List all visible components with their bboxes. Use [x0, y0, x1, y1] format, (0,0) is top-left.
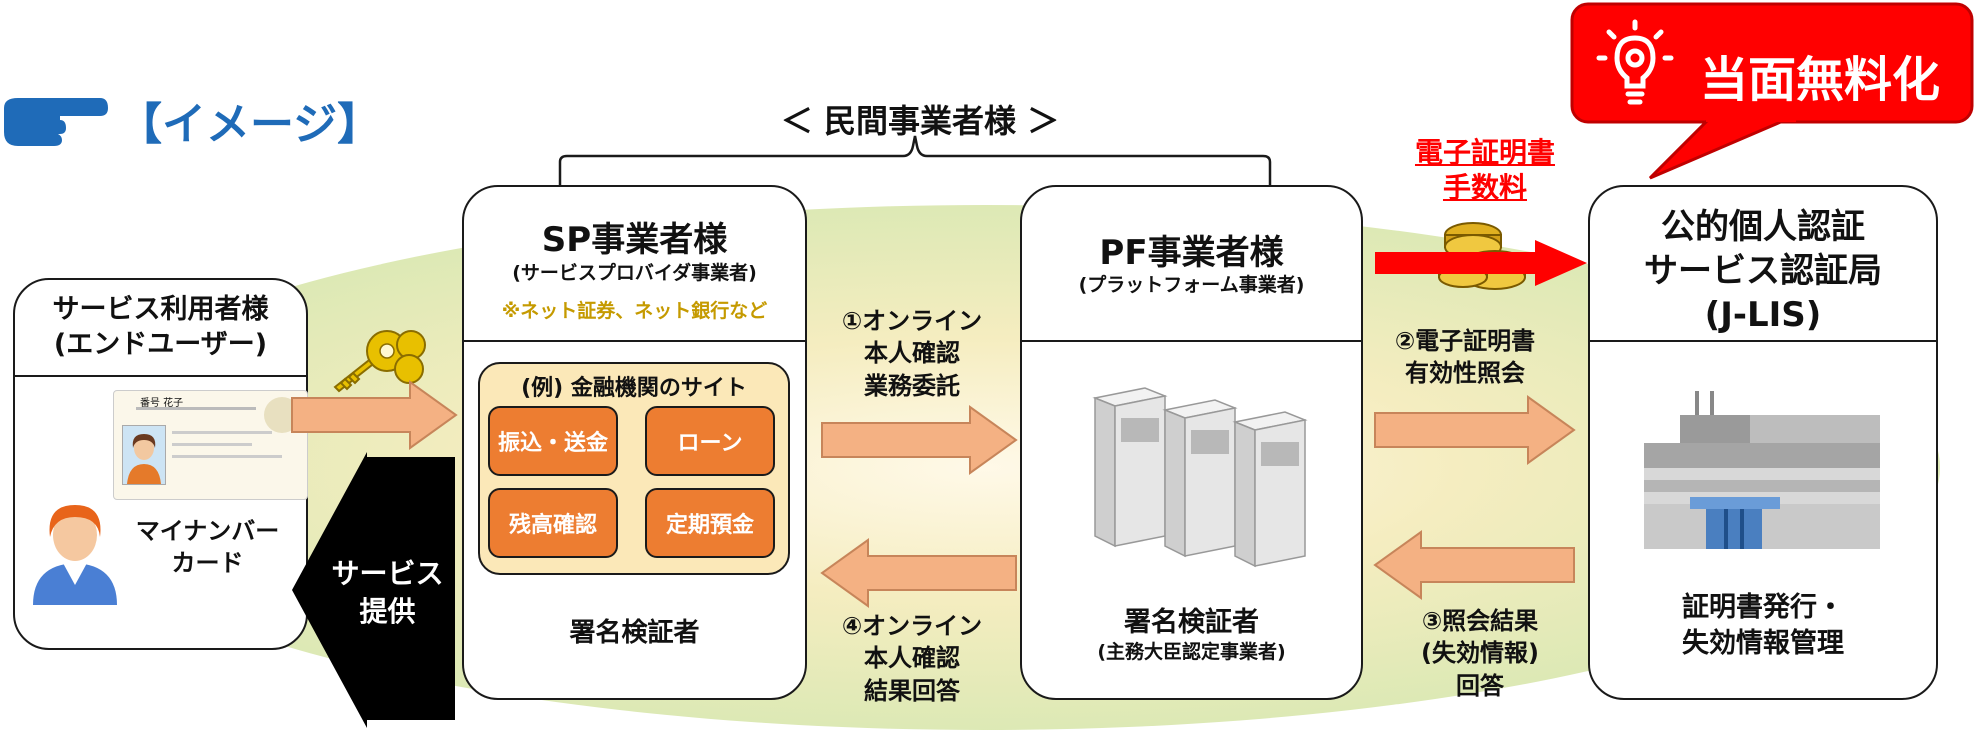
pointing-hand-icon [4, 98, 108, 146]
step4-arrow [820, 538, 1017, 608]
step2-label: ②電子証明書 有効性照会 [1365, 325, 1565, 390]
lightbulb-icon [1596, 19, 1674, 105]
key-icon [333, 330, 426, 393]
jlis-title-line3: (J-LIS) [1704, 295, 1822, 336]
service-balance: 残高確認 [488, 488, 618, 558]
service-line1: サービス [331, 557, 444, 590]
person-photo-icon [127, 434, 161, 484]
service-loan: ローン [645, 406, 775, 476]
step3-line1: ③照会結果 [1421, 607, 1539, 635]
user-title-line1: サービス利用者様 [52, 294, 269, 325]
card-label-line1: マイナンバー [135, 517, 280, 545]
server-rack-icon [1092, 387, 1308, 568]
jlis-footer-line2: 失効情報管理 [1682, 628, 1844, 660]
step4-line1: ④オンライン [841, 612, 983, 640]
step4-line3: 結果回答 [864, 676, 960, 705]
building-icon [1644, 391, 1880, 549]
example-site-title: (例) 金融機関のサイト [521, 376, 747, 401]
sp-title: SP事業者様 [541, 220, 728, 260]
service-provision-arrow [292, 452, 455, 728]
curly-brace [558, 135, 1272, 186]
user-box-divider [15, 375, 306, 377]
card-line [172, 431, 272, 434]
card-photo [122, 425, 166, 485]
jlis-divider [1590, 340, 1936, 342]
pf-subtitle: (プラットフォーム事業者) [1078, 274, 1305, 296]
step2-line2: 有効性照会 [1405, 359, 1525, 388]
card-label-line2: カード [171, 549, 244, 578]
step3-line2: (失効情報) [1421, 639, 1539, 668]
pf-divider [1022, 340, 1361, 342]
jlis-title: 公的個人認証 サービス認証局 (J-LIS) [1588, 205, 1938, 338]
mynumber-card: 番号 花子 [113, 390, 308, 500]
sp-subtitle: (サービスプロバイダ事業者) [512, 262, 757, 284]
private-operators-label: ＜ 民間事業者様 ＞ [780, 102, 1060, 140]
pf-footer-line1: 署名検証者 [1124, 607, 1259, 638]
pf-footer-line2: (主務大臣認定事業者) [1097, 641, 1286, 663]
step3-line3: 回答 [1456, 671, 1504, 700]
user-box-title: サービス利用者様 (エンドユーザー) [13, 292, 308, 362]
step1-line3: 業務委託 [864, 371, 960, 400]
card-line [172, 443, 252, 446]
sp-divider [464, 340, 805, 342]
step1-line1: ①オンライン [841, 307, 983, 335]
step3-label: ③照会結果 (失効情報) 回答 [1385, 605, 1575, 702]
service-deposit: 定期預金 [645, 488, 775, 558]
user-to-sp-arrow [291, 380, 458, 450]
card-line [136, 407, 256, 410]
jlis-footer: 証明書発行・ 失効情報管理 [1588, 590, 1938, 663]
free-badge [1570, 2, 1974, 180]
jlis-title-line2: サービス認証局 [1644, 251, 1882, 292]
step2-arrow [1374, 395, 1576, 465]
step1-arrow [821, 405, 1018, 475]
free-badge-text: 当面無料化 [1700, 52, 1941, 108]
step3-arrow [1373, 530, 1575, 600]
step1-line2: 本人確認 [864, 339, 960, 368]
service-line2: 提供 [359, 594, 416, 628]
pf-title: PF事業者様 [1099, 233, 1284, 273]
service-provision-label: サービス 提供 [315, 555, 460, 631]
mynumber-card-label: マイナンバー カード [110, 515, 305, 580]
fee-red-arrow [1375, 240, 1587, 286]
sp-footer: 署名検証者 [569, 618, 700, 648]
card-line [172, 455, 282, 458]
person-avatar-icon [33, 505, 117, 605]
jlis-title-line1: 公的個人認証 [1661, 207, 1865, 247]
step1-label: ①オンライン 本人確認 業務委託 [812, 305, 1012, 402]
service-transfer: 振込・送金 [488, 406, 618, 476]
sp-note: ※ネット証券、ネット銀行など [501, 300, 768, 322]
step4-label: ④オンライン 本人確認 結果回答 [812, 610, 1012, 707]
fee-label-line2: 手数料 [1442, 171, 1527, 204]
fee-label: 電子証明書 手数料 [1395, 135, 1575, 205]
step2-line1: ②電子証明書 [1394, 327, 1536, 355]
image-label: 【イメージ】 [118, 99, 382, 150]
user-title-line2: (エンドユーザー) [53, 329, 268, 361]
card-name: 番号 花子 [140, 398, 184, 409]
step4-line2: 本人確認 [864, 644, 960, 673]
fee-label-line1: 電子証明書 [1414, 136, 1555, 169]
jlis-footer-line1: 証明書発行・ [1682, 592, 1844, 623]
